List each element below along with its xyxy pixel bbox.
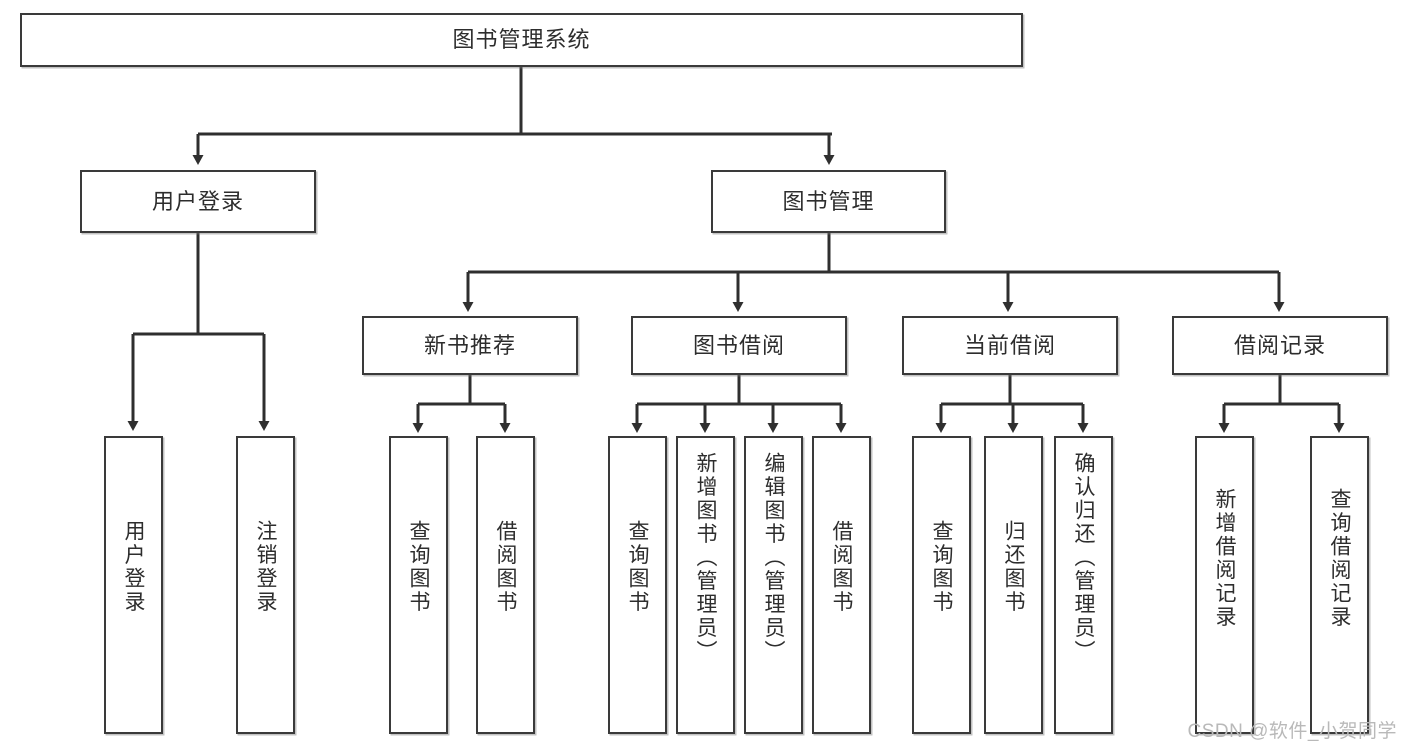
leaf-add-record[interactable]: 新增借阅记录 bbox=[1195, 436, 1254, 734]
leaf-user-login-label: 用户登录 bbox=[122, 520, 145, 614]
leaf-borrow-book-1-label: 借阅图书 bbox=[494, 520, 517, 614]
leaf-logout-login[interactable]: 注销登录 bbox=[236, 436, 295, 734]
node-user-login[interactable]: 用户登录 bbox=[80, 170, 316, 233]
leaf-confirm-return-label: 确认归还（管理员） bbox=[1072, 452, 1095, 664]
leaf-query-book-2[interactable]: 查询图书 bbox=[608, 436, 667, 734]
leaf-query-book-1[interactable]: 查询图书 bbox=[389, 436, 448, 734]
leaf-add-book[interactable]: 新增图书（管理员） bbox=[676, 436, 735, 734]
leaf-query-record-label: 查询借阅记录 bbox=[1328, 488, 1351, 629]
leaf-query-book-1-label: 查询图书 bbox=[407, 520, 430, 614]
node-book-management[interactable]: 图书管理 bbox=[711, 170, 946, 233]
node-root-label: 图书管理系统 bbox=[452, 27, 591, 53]
node-borrow-record[interactable]: 借阅记录 bbox=[1172, 316, 1388, 375]
leaf-return-book[interactable]: 归还图书 bbox=[984, 436, 1043, 734]
leaf-confirm-return[interactable]: 确认归还（管理员） bbox=[1054, 436, 1113, 734]
node-book-borrow-label: 图书借阅 bbox=[692, 332, 785, 358]
leaf-add-book-label: 新增图书（管理员） bbox=[694, 452, 717, 664]
leaf-logout-login-label: 注销登录 bbox=[254, 520, 277, 614]
watermark: CSDN @软件_小贺同学 bbox=[1187, 721, 1397, 742]
node-book-borrow[interactable]: 图书借阅 bbox=[631, 316, 847, 375]
leaf-edit-book[interactable]: 编辑图书（管理员） bbox=[744, 436, 803, 734]
leaf-edit-book-label: 编辑图书（管理员） bbox=[762, 452, 785, 664]
node-book-management-label: 图书管理 bbox=[782, 188, 875, 214]
leaf-user-login[interactable]: 用户登录 bbox=[104, 436, 163, 734]
leaf-borrow-book-1[interactable]: 借阅图书 bbox=[476, 436, 535, 734]
node-current-borrow-label: 当前借阅 bbox=[963, 332, 1056, 358]
leaf-query-record[interactable]: 查询借阅记录 bbox=[1310, 436, 1369, 734]
node-user-login-label: 用户登录 bbox=[151, 188, 244, 214]
leaf-query-book-3[interactable]: 查询图书 bbox=[912, 436, 971, 734]
node-borrow-record-label: 借阅记录 bbox=[1233, 332, 1326, 358]
node-new-book-recommend-label: 新书推荐 bbox=[423, 332, 516, 358]
node-root[interactable]: 图书管理系统 bbox=[20, 13, 1023, 67]
leaf-return-book-label: 归还图书 bbox=[1002, 520, 1025, 614]
leaf-borrow-book-2-label: 借阅图书 bbox=[830, 520, 853, 614]
leaf-borrow-book-2[interactable]: 借阅图书 bbox=[812, 436, 871, 734]
node-current-borrow[interactable]: 当前借阅 bbox=[902, 316, 1118, 375]
leaf-query-book-2-label: 查询图书 bbox=[626, 520, 649, 614]
leaf-add-record-label: 新增借阅记录 bbox=[1213, 488, 1236, 629]
node-new-book-recommend[interactable]: 新书推荐 bbox=[362, 316, 578, 375]
leaf-query-book-3-label: 查询图书 bbox=[930, 520, 953, 614]
